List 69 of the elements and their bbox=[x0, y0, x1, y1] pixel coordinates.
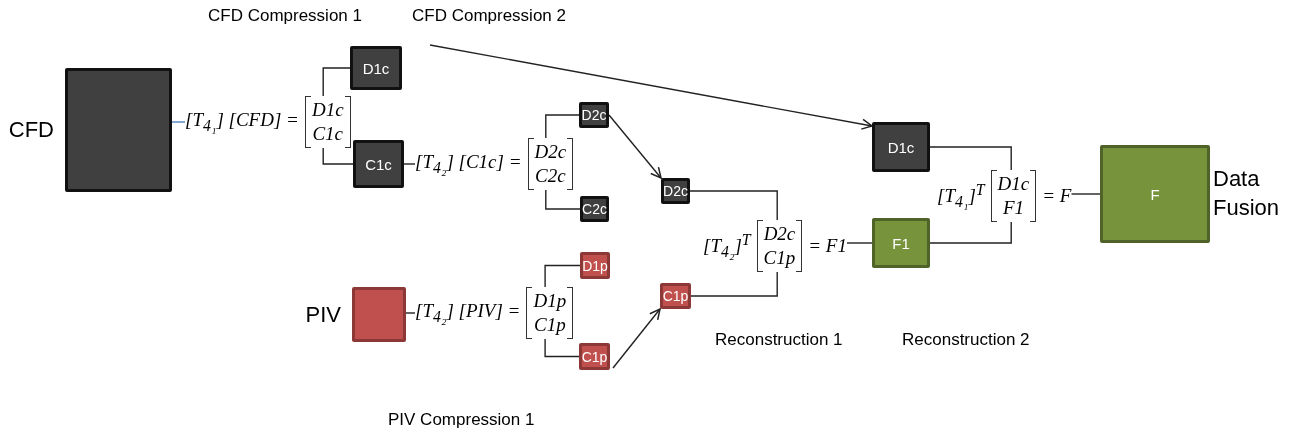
stage-label: Reconstruction 2 bbox=[902, 330, 1030, 350]
data-block bbox=[580, 196, 609, 222]
connector-line bbox=[544, 338, 580, 358]
block-label: D1c bbox=[362, 59, 390, 77]
equation-term: [T$_{4₂}$] [PIV] = bbox=[415, 300, 521, 326]
data-block bbox=[353, 140, 404, 188]
connector-line bbox=[929, 146, 1012, 171]
connector-line bbox=[545, 189, 581, 210]
connector-line bbox=[544, 264, 581, 288]
matrix-entry: C1c bbox=[312, 122, 344, 146]
block-label: F bbox=[1150, 185, 1160, 203]
equation bbox=[415, 287, 574, 339]
equation bbox=[185, 96, 351, 148]
equation bbox=[703, 220, 847, 272]
equation-term: [T$_{4₂}$]$^{T}$ bbox=[703, 230, 751, 262]
data-block bbox=[660, 283, 691, 309]
block-label: C1c bbox=[365, 155, 392, 173]
connector-line bbox=[689, 190, 778, 221]
connector-line bbox=[846, 242, 873, 244]
connector-line bbox=[405, 312, 416, 314]
matrix-entry: C1p bbox=[533, 313, 566, 337]
connector-line bbox=[171, 121, 186, 123]
data-block bbox=[661, 178, 690, 204]
block-label: C2c bbox=[582, 201, 607, 217]
equation-term: [T$_{4₂}$] [C1c] = bbox=[415, 151, 522, 177]
data-block bbox=[872, 218, 930, 268]
stage-label: CFD Compression 1 bbox=[208, 6, 362, 26]
block-label: F1 bbox=[892, 234, 910, 252]
matrix-entry: D1c bbox=[311, 98, 344, 122]
block-caption: Data Fusion bbox=[1213, 165, 1281, 222]
stage-label: CFD Compression 2 bbox=[412, 6, 566, 26]
data-block bbox=[579, 343, 610, 370]
connector-line bbox=[929, 221, 1012, 244]
block-label: C1p bbox=[662, 288, 689, 304]
arrow bbox=[608, 114, 662, 179]
matrix-entry: D1p bbox=[533, 289, 567, 313]
arrow bbox=[429, 44, 873, 130]
data-block bbox=[579, 102, 609, 128]
connector-line bbox=[322, 147, 354, 165]
equation-result: = F bbox=[1042, 185, 1072, 207]
matrix-entry: C2c bbox=[535, 164, 566, 188]
block-label: D2c bbox=[663, 183, 688, 199]
connector-line bbox=[403, 163, 416, 165]
equation-result: = F1 bbox=[808, 235, 847, 257]
block-label: D2c bbox=[581, 107, 607, 123]
matrix-entry: D2c bbox=[763, 222, 796, 246]
arrow bbox=[612, 308, 661, 369]
data-block bbox=[580, 252, 610, 279]
matrix-entry: C1p bbox=[763, 246, 796, 270]
connector-line bbox=[545, 114, 580, 139]
equation-term: [T$_{4₁}$]$^{T}$ bbox=[937, 180, 985, 212]
matrix-entry: D1c bbox=[997, 172, 1030, 196]
matrix-entry: D2c bbox=[534, 140, 567, 164]
matrix-entry: F1 bbox=[1002, 196, 1024, 220]
equation bbox=[415, 138, 574, 190]
block-caption: PIV bbox=[305, 300, 341, 329]
data-block bbox=[350, 46, 402, 90]
stage-label: PIV Compression 1 bbox=[388, 410, 535, 430]
equation bbox=[937, 170, 1072, 222]
stage-label: Reconstruction 1 bbox=[715, 330, 843, 350]
connector-line bbox=[1070, 193, 1101, 195]
block-caption: CFD bbox=[8, 115, 54, 144]
block-label: D1p bbox=[582, 257, 608, 274]
block-label: D1c bbox=[887, 138, 915, 156]
equation-term: [T$_{4₁}$] [CFD] = bbox=[185, 109, 299, 135]
connector-line bbox=[322, 67, 351, 97]
data-block bbox=[872, 122, 930, 172]
connector-line bbox=[690, 271, 778, 297]
block-label: C1p bbox=[581, 348, 608, 365]
